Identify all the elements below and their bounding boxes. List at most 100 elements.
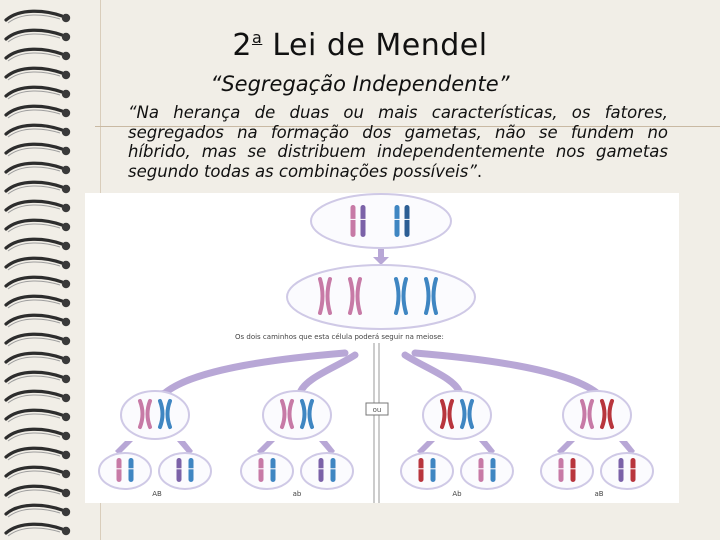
binding-ring bbox=[4, 389, 71, 404]
binding-ring bbox=[4, 484, 71, 499]
chromosome bbox=[330, 458, 336, 482]
binding-ring bbox=[4, 465, 71, 480]
binding-ring bbox=[4, 313, 71, 328]
gamete-cell bbox=[300, 452, 354, 490]
binding-ring bbox=[4, 408, 71, 423]
parent-cell bbox=[310, 193, 452, 249]
gamete-label-1: AB bbox=[152, 490, 162, 498]
branch-arrows bbox=[161, 349, 601, 397]
gamete-cells bbox=[98, 452, 654, 490]
title-number: 2 bbox=[232, 28, 252, 63]
title-superscript: a bbox=[251, 28, 263, 47]
binding-ring bbox=[4, 180, 71, 195]
branch-arrowheads bbox=[155, 389, 606, 403]
binding-ring bbox=[4, 446, 71, 461]
spiral-binding bbox=[4, 9, 71, 537]
binding-ring bbox=[4, 294, 71, 309]
binding-ring bbox=[4, 503, 71, 518]
title-text: Lei de Mendel bbox=[272, 28, 488, 63]
chromosome bbox=[430, 458, 436, 482]
chromosome-x bbox=[300, 399, 314, 429]
binding-ring bbox=[4, 47, 71, 62]
body-text: “Na herança de duas ou mais característi… bbox=[128, 103, 668, 181]
arrow-head bbox=[373, 257, 389, 265]
chromosome bbox=[418, 458, 424, 482]
chromosome-x bbox=[424, 277, 438, 315]
binding-ring bbox=[4, 370, 71, 385]
chromosome bbox=[116, 458, 122, 482]
chromosome-x bbox=[460, 399, 474, 429]
metaphase-cell bbox=[562, 390, 632, 440]
or-box bbox=[365, 402, 389, 416]
chromosome bbox=[570, 458, 576, 482]
chromosome-x bbox=[394, 277, 408, 315]
binding-ring bbox=[4, 256, 71, 271]
gamete-cell bbox=[240, 452, 294, 490]
chromosomes bbox=[116, 205, 636, 482]
binding-ring bbox=[4, 237, 71, 252]
chromosome bbox=[258, 458, 264, 482]
binding-ring bbox=[4, 275, 71, 290]
metaphase-cell bbox=[120, 390, 190, 440]
chromosome-x bbox=[348, 277, 362, 315]
binding-ring bbox=[4, 66, 71, 81]
gamete-arrows bbox=[115, 441, 635, 455]
gamete-cell bbox=[600, 452, 654, 490]
chromosome bbox=[360, 205, 366, 237]
chromosome bbox=[394, 205, 400, 237]
body-quote: “Na herança de duas ou mais característi… bbox=[128, 103, 668, 181]
gamete-cell bbox=[158, 452, 212, 490]
gamete-label-2: ab bbox=[293, 490, 302, 498]
chromosome-x bbox=[138, 399, 152, 429]
binding-ring bbox=[4, 427, 71, 442]
chromosome-x bbox=[440, 399, 454, 429]
chromosome bbox=[630, 458, 636, 482]
chromosome bbox=[188, 458, 194, 482]
or-label: ou bbox=[373, 406, 382, 414]
gamete-label-4: aB bbox=[594, 490, 603, 498]
binding-ring bbox=[4, 218, 71, 233]
chromosome bbox=[318, 458, 324, 482]
chromosome bbox=[270, 458, 276, 482]
binding-ring bbox=[4, 161, 71, 176]
binding-ring bbox=[4, 28, 71, 43]
metaphase-cell bbox=[262, 390, 332, 440]
metaphase-cell bbox=[422, 390, 492, 440]
binding-ring bbox=[4, 522, 71, 537]
guide-line bbox=[95, 126, 720, 127]
chromosome bbox=[618, 458, 624, 482]
chromosome-x bbox=[580, 399, 594, 429]
gamete-label-3: Ab bbox=[452, 490, 462, 498]
slide-title: 2a Lei de Mendel bbox=[0, 28, 720, 63]
binding-ring bbox=[4, 123, 71, 138]
chromosome bbox=[558, 458, 564, 482]
chromosome bbox=[350, 205, 356, 237]
gamete-cell bbox=[460, 452, 514, 490]
binding-ring bbox=[4, 85, 71, 100]
meiosis-diagram: Os dois caminhos que esta célula poderá … bbox=[98, 193, 654, 503]
figure-caption: Os dois caminhos que esta célula poderá … bbox=[235, 333, 444, 341]
chromosome-x bbox=[158, 399, 172, 429]
binding-ring bbox=[4, 104, 71, 119]
gamete-cell bbox=[540, 452, 594, 490]
chromosome bbox=[176, 458, 182, 482]
chromosome-x bbox=[318, 277, 332, 315]
gamete-cell bbox=[400, 452, 454, 490]
meiosis-figure: Os dois caminhos que esta célula poderá … bbox=[85, 193, 679, 503]
chromosome-x bbox=[600, 399, 614, 429]
binding-ring bbox=[4, 9, 71, 24]
binding-ring bbox=[4, 351, 71, 366]
duplicated-cell bbox=[286, 264, 476, 330]
chromosome bbox=[478, 458, 484, 482]
chromosome bbox=[490, 458, 496, 482]
chromosome bbox=[128, 458, 134, 482]
binding-ring bbox=[4, 332, 71, 347]
binding-ring bbox=[4, 199, 71, 214]
slide-subtitle: “Segregação Independente” bbox=[210, 72, 510, 96]
chromosome-x bbox=[280, 399, 294, 429]
body-period: . bbox=[476, 161, 483, 181]
chromosome bbox=[404, 205, 410, 237]
gamete-cell bbox=[98, 452, 152, 490]
binding-ring bbox=[4, 142, 71, 157]
